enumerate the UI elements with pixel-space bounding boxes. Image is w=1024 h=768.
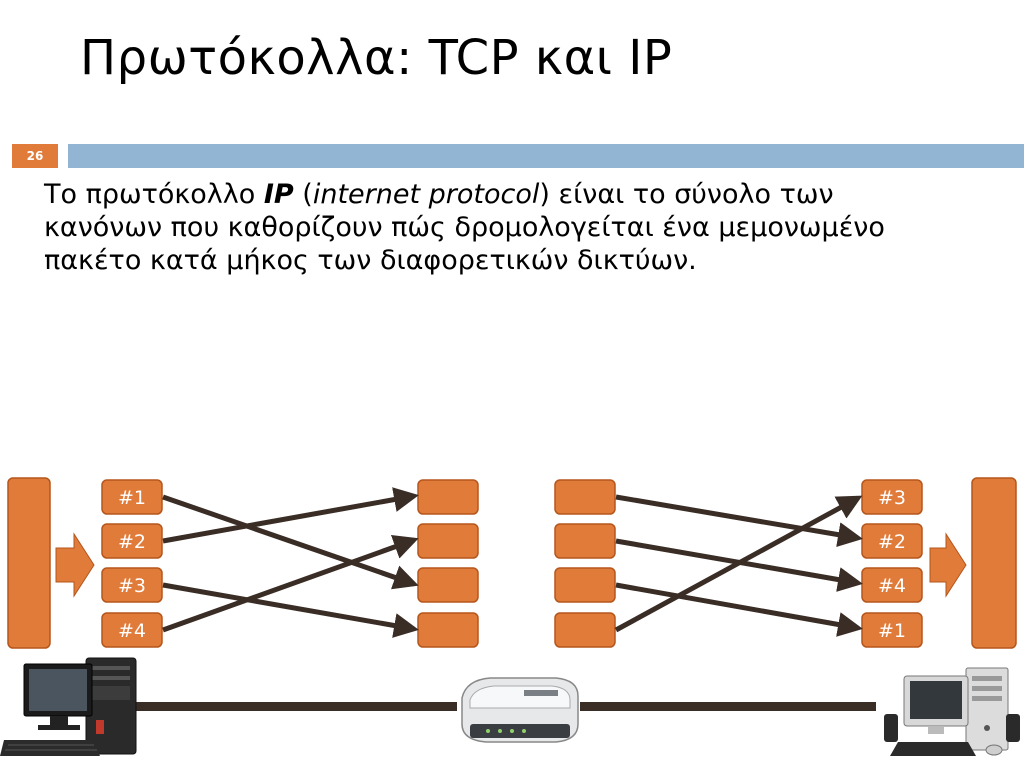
right-packet-label-4: #1	[878, 620, 906, 642]
left-packet-1	[101, 479, 163, 515]
network-link-right	[580, 702, 876, 711]
receiver-computer-icon	[884, 667, 1020, 756]
left-slot-group	[417, 479, 479, 648]
right-slot-3	[554, 567, 616, 603]
right-slot-2	[554, 523, 616, 559]
body-paragraph: Το πρωτόκολλο IP (internet protocol) είν…	[44, 178, 944, 277]
left-packet-label-1: #1	[118, 487, 146, 509]
left-slot-3	[417, 567, 479, 603]
left-packet-label-3: #3	[118, 575, 146, 597]
left-slot-4	[417, 612, 479, 648]
right-packet-label-2: #2	[878, 531, 906, 553]
left-packet-3	[101, 567, 163, 603]
body-suffix: ) είναι το σύνολο των κανόνων που καθορί…	[44, 179, 885, 276]
left-packet-label-2: #2	[118, 531, 146, 553]
body-prefix: Το πρωτόκολλο	[44, 179, 264, 210]
sender-buffer-box	[7, 477, 51, 649]
body-paren-open: (	[293, 179, 313, 210]
left-packet-2	[101, 523, 163, 559]
network-link-left	[135, 702, 457, 711]
arrow-left-3-to-slot-4	[162, 582, 419, 638]
left-packet-label-4: #4	[118, 620, 146, 642]
left-packet-group: #1 #2 #3 #4	[101, 479, 163, 648]
right-packet-group: #3 #2 #4 #1	[861, 479, 923, 648]
left-packet-4	[101, 612, 163, 648]
right-packet-label-1: #3	[878, 487, 906, 509]
receiver-arrow-icon	[929, 532, 967, 598]
sender-arrow-icon	[55, 532, 95, 598]
left-slot-2	[417, 523, 479, 559]
router-icon	[461, 677, 579, 743]
slide-title: Πρωτόκολλα: TCP και IP	[80, 30, 673, 86]
arrow-left-4-to-slot-2	[162, 534, 419, 633]
arrow-left-2-to-slot-1	[162, 487, 419, 544]
right-slot-1	[554, 479, 616, 515]
arrow-slot-1-to-right-2	[615, 494, 863, 547]
arrow-left-1-to-slot-3	[162, 494, 419, 590]
left-crossing-arrows	[162, 487, 419, 638]
sender-computer-icon	[0, 657, 137, 756]
arrow-slot-4-to-right-3	[614, 495, 863, 633]
slide-number: 26	[12, 144, 58, 168]
left-slot-1	[417, 479, 479, 515]
body-italic-term: internet protocol	[312, 179, 540, 210]
body-bold-term: IP	[263, 179, 294, 210]
receiver-buffer-box	[971, 477, 1017, 649]
right-slot-4	[554, 612, 616, 648]
right-slot-group	[554, 479, 616, 648]
arrow-slot-3-to-right-1	[615, 582, 863, 637]
right-crossing-arrows	[614, 494, 863, 637]
slide-header-bar	[68, 144, 1024, 168]
right-packet-label-3: #4	[878, 575, 906, 597]
